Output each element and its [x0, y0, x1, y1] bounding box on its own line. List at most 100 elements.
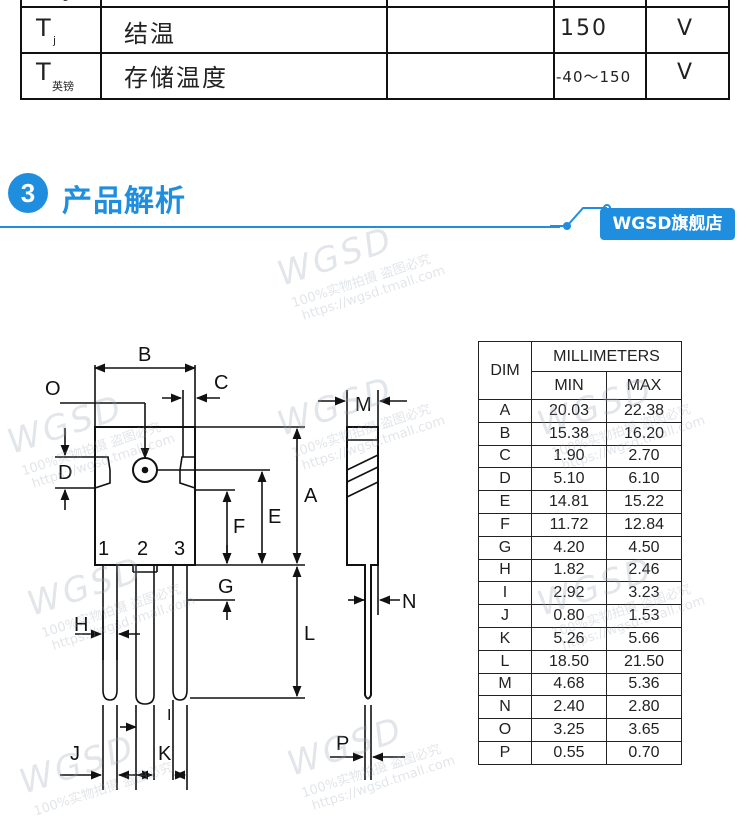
section-number-badge: 3: [8, 173, 48, 213]
dim-label-n: N: [402, 591, 416, 613]
dimension-lines: [55, 363, 407, 790]
package-side-view: [346, 426, 379, 700]
min-cell: 1.90: [531, 444, 607, 469]
spec-table-rule: [20, 6, 730, 8]
spec-symbol: T: [36, 14, 51, 42]
spec-table-rule: [20, 98, 730, 100]
dim-cell: B: [478, 421, 532, 446]
min-cell: 1.82: [531, 558, 607, 583]
spec-table-rule: [20, 52, 730, 54]
package-outline-diagram: B O C D E F A G H L M N P J K I 1 2 3: [45, 344, 416, 790]
spec-cut-subscript: c: [62, 0, 68, 4]
table-header-row: MIN MAX: [479, 371, 682, 400]
dim-label-f: F: [233, 516, 245, 538]
min-cell: 2.92: [531, 581, 607, 606]
dim-label-d: D: [58, 462, 72, 484]
dim-cell: C: [478, 444, 532, 469]
dim-label-c: C: [214, 372, 228, 394]
table-header-row: DIM MILLIMETERS: [478, 341, 682, 400]
max-cell: 2.46: [606, 558, 682, 583]
dim-cell: O: [478, 718, 532, 742]
dim-label-j: J: [70, 743, 80, 765]
spec-symbol: T: [36, 58, 51, 86]
dim-cell: G: [478, 535, 532, 560]
section-divider: [0, 226, 560, 228]
brand-badge: WGSD旗舰店: [600, 208, 735, 240]
max-cell: 15.22: [606, 490, 682, 514]
spec-name: 存储温度: [124, 64, 228, 92]
max-cell: 2.80: [606, 695, 682, 720]
min-cell: 5.26: [531, 626, 607, 651]
min-cell: 14.81: [531, 490, 607, 514]
dim-cell: M: [478, 672, 532, 697]
spec-table-border: [20, 0, 22, 100]
spec-subscript: j: [53, 34, 57, 47]
spec-unit: V: [677, 16, 693, 41]
dim-cell: P: [478, 740, 532, 765]
header-dim: DIM: [478, 341, 532, 400]
dim-label-i: I: [167, 707, 171, 724]
spec-unit: V: [677, 60, 693, 85]
spec-table-border: [728, 0, 730, 100]
min-cell: 5.10: [531, 467, 607, 492]
max-cell: 16.20: [606, 421, 682, 446]
dim-cell: H: [478, 558, 532, 583]
max-cell: 2.70: [606, 444, 682, 469]
min-cell: 18.50: [531, 649, 607, 674]
header-millimeters: MILLIMETERS: [531, 341, 682, 372]
pin-label-3: 3: [174, 538, 185, 560]
dim-label-l: L: [304, 623, 315, 645]
spec-value: -40～150: [556, 68, 632, 86]
dim-label-k: K: [158, 743, 172, 765]
max-cell: 5.36: [606, 672, 682, 697]
dim-cell: F: [478, 512, 532, 537]
spec-table-border: [100, 0, 102, 100]
min-cell: 4.68: [531, 672, 607, 697]
header-min: MIN: [531, 371, 607, 400]
dim-label-b: B: [138, 344, 151, 366]
max-cell: 3.23: [606, 581, 682, 606]
max-cell: 0.70: [606, 740, 682, 765]
pin-label-1: 1: [98, 538, 109, 560]
dim-cell: K: [478, 626, 532, 651]
min-cell: 11.72: [531, 512, 607, 537]
dim-cell: J: [478, 604, 532, 628]
spec-value: 150: [560, 16, 608, 41]
package-leads: [102, 565, 188, 705]
min-cell: 20.03: [531, 399, 607, 423]
dim-cell: I: [478, 581, 532, 606]
min-cell: 2.40: [531, 695, 607, 720]
max-cell: 1.53: [606, 604, 682, 628]
spec-table-border: [645, 0, 647, 100]
spec-table: c T j 结温 150 V T 英镑 存储温度 -40～150 V: [20, 0, 730, 100]
min-cell: 3.25: [531, 718, 607, 742]
max-cell: 5.66: [606, 626, 682, 651]
min-cell: 15.38: [531, 421, 607, 446]
dim-label-p: P: [336, 733, 349, 755]
max-cell: 21.50: [606, 649, 682, 674]
section-title: 产品解析: [62, 184, 186, 219]
pin-label-2: 2: [137, 538, 148, 560]
dim-cell: N: [478, 695, 532, 720]
dim-cell: L: [478, 649, 532, 674]
min-cell: 0.55: [531, 740, 607, 765]
dim-label-a: A: [304, 485, 318, 507]
min-cell: 0.80: [531, 604, 607, 628]
spec-table-border: [386, 0, 388, 100]
